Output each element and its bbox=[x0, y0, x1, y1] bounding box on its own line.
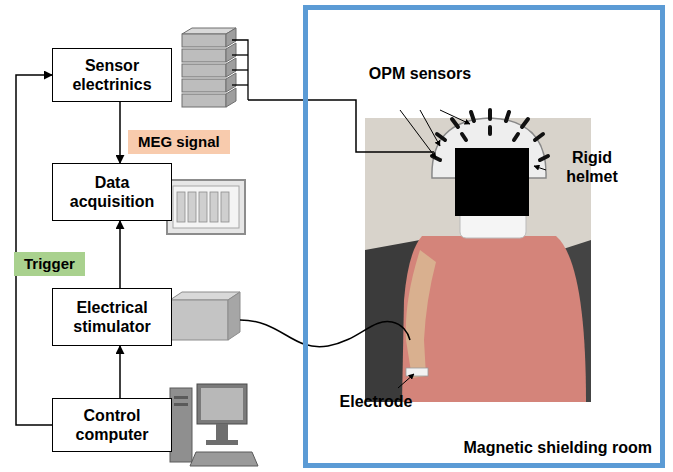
signal-label: MEG signal bbox=[128, 130, 230, 154]
cable bbox=[240, 320, 410, 347]
computer-icon bbox=[216, 424, 228, 440]
box-label: Control computer bbox=[53, 406, 171, 444]
stimulator-device bbox=[170, 292, 240, 340]
arrow-connector bbox=[119, 221, 121, 288]
computer-icon bbox=[174, 403, 188, 406]
subject-photo bbox=[406, 368, 428, 376]
subject-photo bbox=[471, 112, 474, 121]
computer-icon bbox=[197, 384, 247, 424]
leader-line bbox=[398, 110, 546, 388]
electronics-stack bbox=[182, 34, 226, 47]
arrow-connector bbox=[16, 75, 52, 425]
electronics-stack bbox=[232, 40, 248, 100]
computer-icon bbox=[170, 384, 258, 466]
electronics-stack bbox=[182, 79, 226, 92]
arrow-connector bbox=[119, 102, 121, 163]
computer-icon bbox=[201, 388, 243, 420]
box-label: Data acquisition bbox=[53, 173, 171, 211]
callout-label: OPM sensors bbox=[368, 64, 472, 83]
room-label: Magnetic shielding room bbox=[464, 439, 652, 457]
acquisition-rack bbox=[210, 192, 218, 222]
electronics-stack bbox=[232, 40, 248, 100]
hardware-box: Control computer bbox=[52, 398, 172, 452]
electronics-stack bbox=[182, 28, 236, 107]
callout-label: Electrode bbox=[326, 392, 426, 411]
subject-photo bbox=[514, 134, 518, 140]
electronics-stack bbox=[182, 28, 248, 107]
acquisition-rack bbox=[177, 192, 229, 222]
acquisition-rack bbox=[167, 180, 245, 234]
subject-photo bbox=[540, 156, 548, 160]
computer-icon bbox=[206, 440, 238, 445]
hardware-box: Data acquisition bbox=[52, 163, 172, 221]
electronics-stack bbox=[182, 49, 226, 62]
subject-photo bbox=[506, 112, 509, 121]
computer-icon bbox=[174, 396, 188, 399]
callout-label: Rigid helmet bbox=[550, 148, 634, 186]
acquisition-rack bbox=[221, 192, 229, 222]
leader-line bbox=[440, 110, 470, 124]
electronics-stack bbox=[232, 84, 248, 85]
acquisition-rack bbox=[188, 192, 196, 222]
electronics-stack bbox=[182, 94, 226, 107]
subject-photo bbox=[462, 134, 466, 140]
box-label: Electrical stimulator bbox=[53, 298, 171, 336]
subject-photo bbox=[488, 110, 492, 119]
stimulator-device bbox=[170, 300, 228, 340]
acquisition-rack bbox=[199, 192, 207, 222]
arrow-connector bbox=[119, 346, 121, 398]
subject-photo bbox=[452, 119, 458, 127]
hardware-box: Sensor electrinics bbox=[52, 48, 172, 102]
subject-photo bbox=[488, 127, 492, 134]
subject-photo bbox=[365, 118, 591, 402]
electronics-stack bbox=[226, 88, 236, 107]
acquisition-rack bbox=[173, 186, 239, 228]
box-label: Sensor electrinics bbox=[53, 56, 171, 94]
computer-icon bbox=[170, 388, 192, 462]
electronics-stack bbox=[232, 54, 248, 55]
hardware-box: Electrical stimulator bbox=[52, 288, 172, 346]
subject-photo bbox=[455, 148, 529, 216]
acquisition-rack bbox=[177, 192, 185, 222]
subject-photo bbox=[365, 110, 591, 402]
cable bbox=[248, 100, 434, 152]
stimulator-device bbox=[228, 292, 240, 340]
subject-photo bbox=[406, 250, 436, 378]
electronics-stack bbox=[232, 69, 248, 70]
subject-photo bbox=[437, 134, 445, 140]
subject-photo bbox=[522, 119, 528, 127]
acquisition-rack bbox=[167, 180, 245, 234]
leader-line bbox=[398, 374, 414, 388]
leader-line bbox=[400, 110, 436, 158]
cable bbox=[240, 100, 434, 347]
leader-line bbox=[534, 166, 546, 170]
subject-photo bbox=[535, 134, 543, 140]
signal-label: Trigger bbox=[14, 252, 85, 276]
subject-photo bbox=[402, 236, 586, 402]
computer-icon bbox=[190, 452, 258, 466]
electronics-stack bbox=[182, 64, 226, 77]
